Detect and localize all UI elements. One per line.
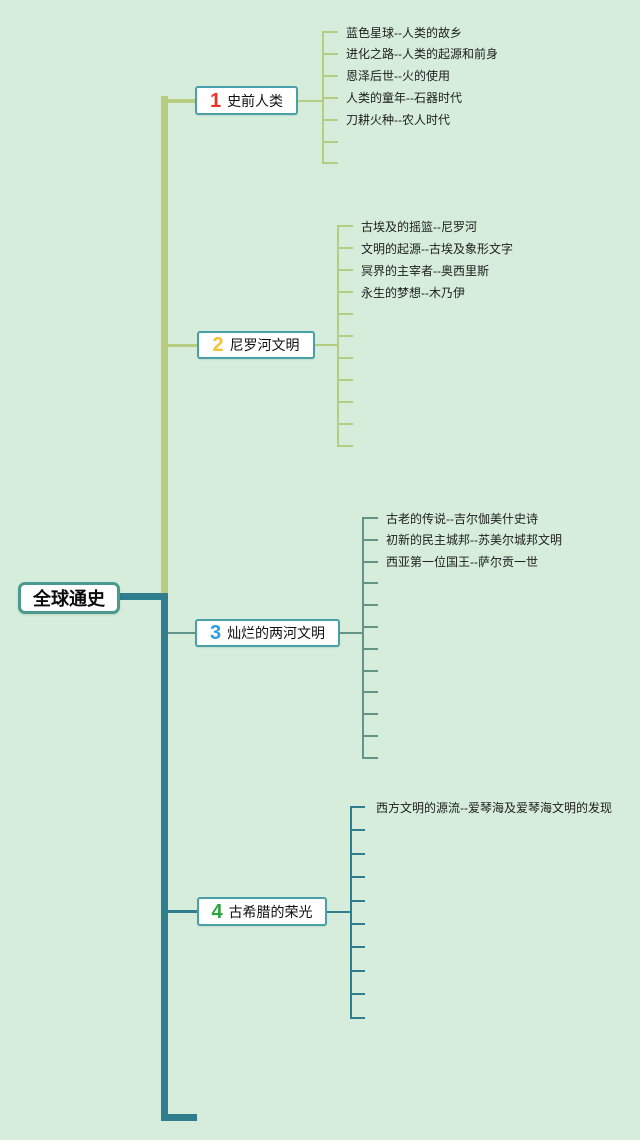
branch-node-label: 尼罗河文明	[229, 337, 300, 353]
branch-2-item-label[interactable]: 永生的梦想--木乃伊	[361, 285, 465, 300]
branch-3-left-connector	[168, 632, 195, 634]
branch-number: 4	[211, 900, 223, 923]
branch-1-right-connector	[298, 99, 322, 102]
branch-2-item-tick	[337, 379, 353, 381]
branch-4-item-tick	[350, 923, 365, 925]
branch-number: 1	[209, 89, 222, 112]
branch-node-3[interactable]: 3 灿烂的两河文明	[195, 619, 340, 647]
branch-2-left-connector	[168, 343, 197, 347]
branch-1-item-tick	[322, 162, 338, 165]
branch-node-2[interactable]: 2 尼罗河文明	[197, 331, 315, 359]
branch-2-item-tick	[337, 247, 353, 249]
branch-3-item-label[interactable]: 西亚第一位国王--萨尔贡一世	[386, 555, 538, 570]
branch-2-item-label[interactable]: 冥界的主宰者--奥西里斯	[361, 263, 489, 278]
branch-4-item-tick	[350, 852, 365, 855]
branch-3-item-tick	[362, 560, 378, 563]
branch-3-item-tick	[362, 756, 378, 759]
branch-2-item-tick	[337, 335, 353, 337]
branch-1-item-label[interactable]: 刀耕火种--农人时代	[346, 113, 450, 128]
branch-4-item-tick	[350, 806, 365, 808]
branch-node-4[interactable]: 4 古希腊的荣光	[197, 897, 327, 926]
branch-3-item-tick	[362, 582, 378, 585]
branch-2-item-label[interactable]: 文明的起源--古埃及象形文字	[361, 241, 513, 256]
branch-3-item-tick	[362, 691, 378, 694]
branch-node-label: 灿烂的两河文明	[227, 625, 326, 641]
branch-1-item-label[interactable]: 进化之路--人类的起源和前身	[346, 47, 498, 62]
branch-3-item-tick	[362, 604, 378, 607]
branch-4-spine	[350, 806, 352, 1019]
branch-2-item-tick	[337, 225, 353, 227]
branch-4-left-connector	[168, 910, 197, 913]
branch-node-label: 史前人类	[227, 92, 284, 109]
branch-number: 3	[209, 622, 222, 644]
branch-2-item-tick	[337, 401, 353, 403]
branch-2-item-tick	[337, 313, 353, 315]
branch-2-item-label[interactable]: 古埃及的摇篮--尼罗河	[361, 219, 477, 234]
branch-node-1[interactable]: 1 史前人类	[195, 86, 298, 115]
trunk-lower-line	[161, 593, 168, 1121]
branch-1-item-tick	[322, 140, 338, 143]
branch-2-right-connector	[315, 344, 337, 346]
branch-4-item-tick	[350, 993, 365, 996]
branch-1-item-tick	[322, 118, 338, 121]
branch-number: 2	[212, 334, 224, 356]
trunk-upper-line	[161, 96, 168, 600]
branch-1-item-label[interactable]: 人类的童年--石器时代	[346, 91, 462, 106]
branch-1-left-connector	[168, 98, 195, 103]
branch-3-item-tick	[362, 517, 378, 519]
branch-3-item-tick	[362, 713, 378, 716]
branch-3-right-connector	[340, 632, 362, 634]
branch-1-item-label[interactable]: 恩泽后世--火的使用	[346, 69, 450, 84]
branch-3-item-tick	[362, 669, 378, 672]
branch-1-item-tick	[322, 31, 338, 33]
branch-4-right-connector	[327, 910, 350, 913]
branch-2-item-tick	[337, 269, 353, 271]
branch-4-item-tick	[350, 899, 365, 902]
branch-1-item-tick	[322, 74, 338, 77]
branch-3-item-tick	[362, 626, 378, 628]
root-node-label: 全球通史	[33, 589, 105, 609]
branch-3-item-tick	[362, 735, 378, 737]
branch-4-item-tick	[350, 876, 365, 879]
trunk-foot-line	[161, 1114, 197, 1121]
branch-1-item-tick	[322, 52, 338, 55]
branch-3-item-tick	[362, 538, 378, 541]
branch-4-item-tick	[350, 829, 365, 832]
branch-3-item-tick	[362, 647, 378, 650]
branch-3-item-label[interactable]: 初新的民主城邦--苏美尔城邦文明	[386, 533, 562, 548]
branch-4-item-label[interactable]: 西方文明的源流--爱琴海及爱琴海文明的发现	[376, 800, 612, 815]
branch-1-item-tick	[322, 96, 338, 99]
branch-3-item-label[interactable]: 古老的传说--吉尔伽美什史诗	[386, 511, 538, 526]
branch-4-item-tick	[350, 946, 365, 949]
root-connector-line	[118, 593, 168, 600]
branch-4-item-tick	[350, 1016, 365, 1019]
branch-node-label: 古希腊的荣光	[228, 903, 313, 920]
branch-1-item-label[interactable]: 蓝色星球--人类的故乡	[346, 25, 462, 40]
root-node[interactable]: 全球通史	[18, 582, 120, 614]
branch-2-item-tick	[337, 445, 353, 447]
branch-3-spine	[362, 517, 364, 759]
branch-2-item-tick	[337, 291, 353, 293]
branch-2-item-tick	[337, 357, 353, 359]
branch-2-item-tick	[337, 423, 353, 425]
branch-4-item-tick	[350, 969, 365, 972]
